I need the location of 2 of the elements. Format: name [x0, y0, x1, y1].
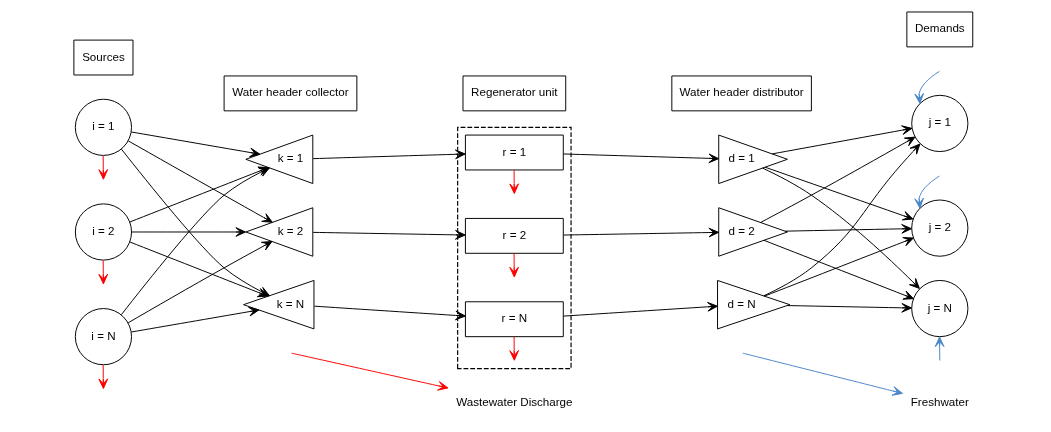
legend-label: Wastewater Discharge: [456, 394, 573, 408]
legend-label: Freshwater: [910, 394, 969, 408]
